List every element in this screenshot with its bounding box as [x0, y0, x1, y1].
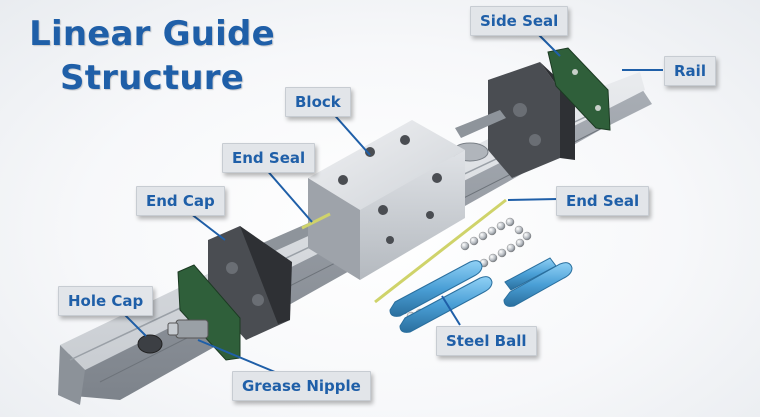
grease-nipple-label: Grease Nipple — [232, 371, 371, 401]
steel-ball-label: Steel Ball — [436, 326, 537, 356]
block-label: Block — [285, 87, 351, 117]
diagram-title: Linear Guide Structure — [22, 12, 282, 100]
block-part — [308, 120, 465, 280]
end-seal-strip-right — [374, 198, 507, 304]
steel-ball-assembly — [389, 217, 573, 333]
side-seal-label: Side Seal — [470, 6, 569, 36]
rail-label: Rail — [664, 56, 716, 86]
hole-cap-part — [137, 334, 163, 354]
side-seal-part — [547, 47, 611, 131]
title-line-1: Linear Guide — [29, 14, 275, 54]
end-seal-top-label: End Seal — [222, 143, 316, 173]
rear-end-cap — [488, 62, 575, 178]
grease-nipple-part — [167, 319, 209, 339]
end-cap-label: End Cap — [136, 186, 225, 216]
title-line-2: Structure — [60, 58, 244, 98]
leader-lines — [119, 29, 663, 373]
end-seal-right-label: End Seal — [556, 186, 650, 216]
end-seal-strip-top — [301, 212, 331, 230]
hole-cap-label: Hole Cap — [58, 286, 154, 316]
